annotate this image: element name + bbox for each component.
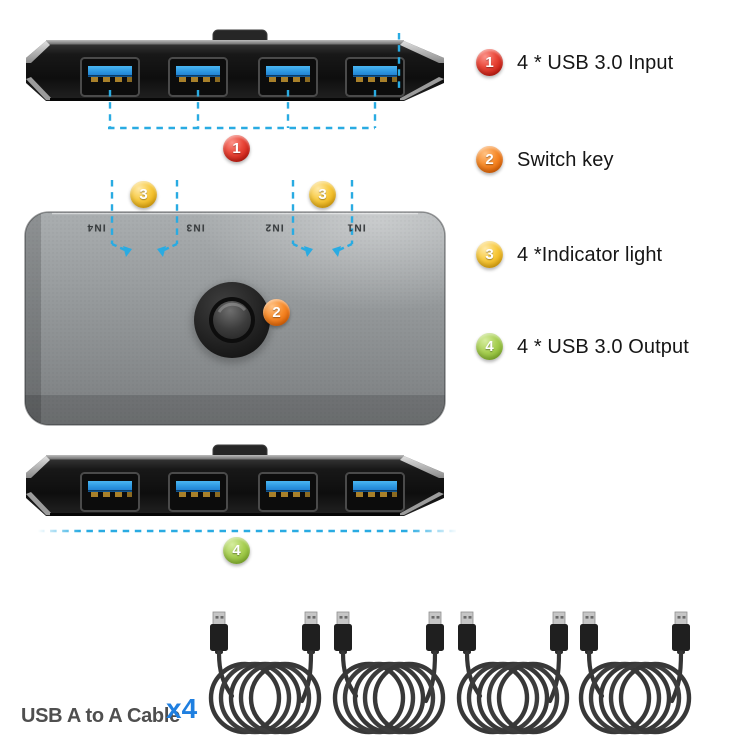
legend-badge-4: 4: [476, 333, 503, 360]
callout-arrowheads: [123, 246, 341, 257]
port-label-in4: IN4: [86, 221, 106, 233]
cable-count: x4: [166, 693, 198, 724]
legend-badge-2-num: 2: [485, 151, 494, 168]
usb-switch-front-input-view: [26, 30, 444, 101]
callout-dashed-lines: [38, 33, 458, 533]
port-label-in1: IN1: [346, 221, 366, 233]
callout-badge-switch: 2: [263, 299, 290, 326]
legend-label-output: 4 * USB 3.0 Output: [517, 336, 689, 358]
legend-badge-3: 3: [476, 241, 503, 268]
usb-switch-front-output-view: [26, 445, 444, 516]
legend-badge-3-num: 3: [485, 246, 494, 263]
legend-label-switch: Switch key: [517, 149, 614, 171]
callout-badge-indicator-right-num: 3: [318, 186, 327, 203]
legend-badge-1-num: 1: [485, 54, 494, 71]
legend-badge-4-num: 4: [485, 338, 494, 355]
legend-badge-1: 1: [476, 49, 503, 76]
callout-badge-output: 4: [223, 537, 250, 564]
callout-badge-indicator-left-num: 3: [139, 186, 148, 203]
callout-badge-indicator-left: 3: [130, 181, 157, 208]
switch-key-button: [192, 282, 272, 363]
legend-label-input: 4 * USB 3.0 Input: [517, 52, 674, 74]
cable-caption: USB A to A Cable: [21, 705, 180, 727]
callout-badge-input: 1: [223, 135, 250, 162]
callout-badge-output-num: 4: [232, 542, 241, 559]
port-label-in3: IN3: [185, 221, 205, 233]
usb-switch-top-view: [24, 211, 446, 426]
legend-label-indicator: 4 *Indicator light: [517, 244, 663, 266]
usb-cable-illustrations: [210, 612, 690, 732]
legend-badge-2: 2: [476, 146, 503, 173]
callout-badge-indicator-right: 3: [309, 181, 336, 208]
port-label-in2: IN2: [264, 221, 284, 233]
callout-badge-switch-num: 2: [272, 304, 281, 321]
callout-badge-input-num: 1: [232, 140, 241, 157]
